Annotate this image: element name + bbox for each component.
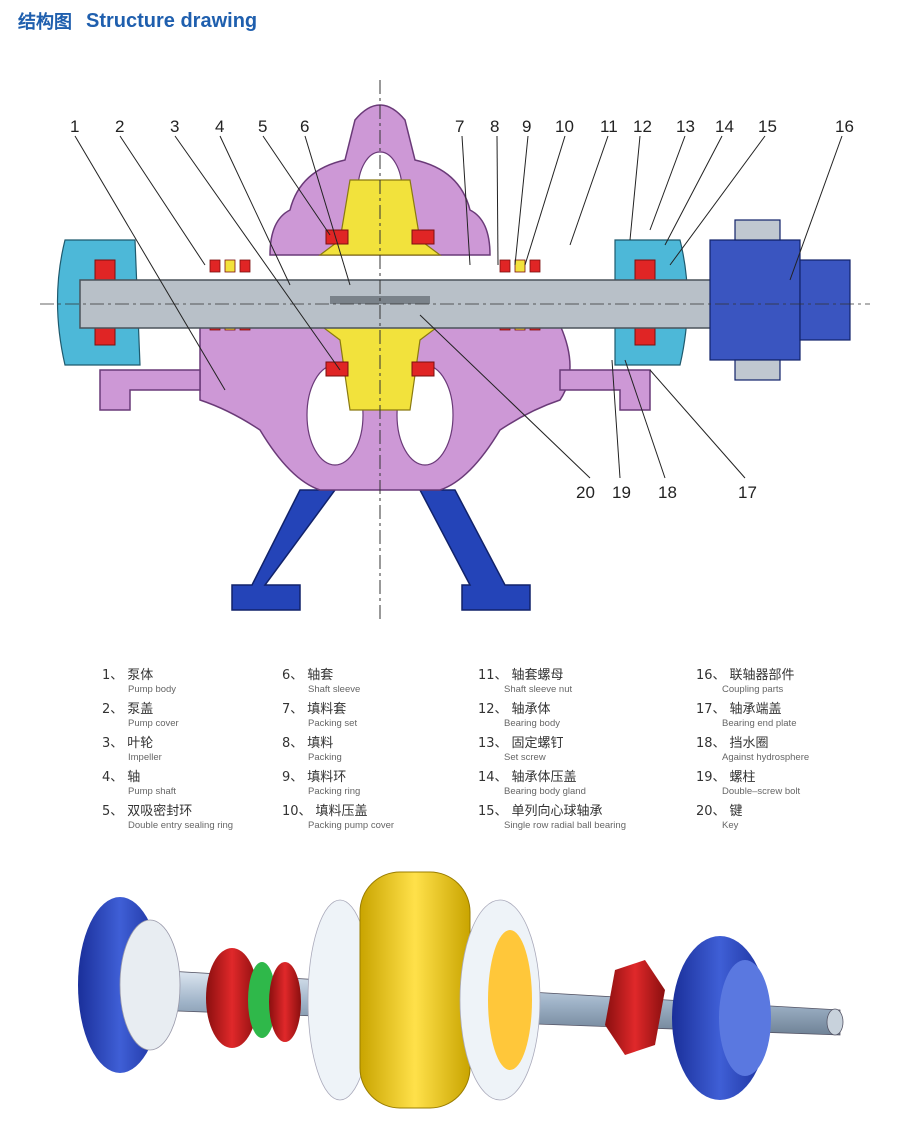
callout-15: 15	[758, 117, 777, 136]
legend-item-1: 1、泵体 Pump body	[102, 668, 177, 695]
leader-lines	[74, 135, 843, 479]
legend-item-6: 6、轴套 Shaft sleeve	[282, 668, 361, 695]
packing-ring-3d-2	[248, 962, 276, 1038]
legend-item-3: 3、叶轮 Impeller	[102, 736, 162, 763]
legend-item-15: 15、单列向心球轴承 Single row radial ball bearin…	[478, 804, 626, 831]
callout-19: 19	[612, 483, 631, 502]
impeller-3d	[359, 871, 471, 1109]
legend-item-4: 4、轴 Pump shaft	[102, 770, 177, 797]
callout-11: 11	[600, 117, 618, 136]
callout-2: 2	[115, 117, 124, 136]
callout-numbers: 1 2 3 4 5 6 7 8 9 10 11 12 13 14 15 16 2…	[70, 117, 854, 502]
legend-item-17: 17、轴承端盖 Bearing end plate	[696, 702, 797, 729]
cross-section-drawing: 1 2 3 4 5 6 7 8 9 10 11 12 13 14 15 16 2…	[40, 80, 870, 620]
legend-item-8: 8、填料 Packing	[282, 736, 342, 763]
base-feet	[231, 489, 531, 611]
legend-item-13: 13、固定螺钉 Set screw	[478, 736, 564, 763]
title-english: Structure drawing	[86, 9, 258, 32]
callout-14: 14	[715, 117, 734, 136]
legend-item-10: 10、填料压盖 Packing pump cover	[282, 804, 395, 831]
legend-item-7: 7、填料套 Packing set	[282, 702, 358, 729]
title-chinese: 结构图	[18, 12, 72, 33]
seal-rings	[325, 229, 435, 377]
callout-5: 5	[258, 117, 267, 136]
legend-item-5: 5、双吸密封环 Double entry sealing ring	[102, 804, 234, 831]
left-bearing-cover-3d	[119, 919, 181, 1051]
legend-item-16: 16、联轴器部件 Coupling parts	[696, 668, 795, 695]
shaft-end-3d	[826, 1008, 844, 1036]
callout-13: 13	[676, 117, 695, 136]
exploded-3d-render	[78, 871, 844, 1109]
callout-16: 16	[835, 117, 854, 136]
legend-item-11: 11、轴套螺母 Shaft sleeve nut	[478, 668, 573, 695]
packing-nut-3d-right	[605, 960, 665, 1055]
callout-9: 9	[522, 117, 531, 136]
legend-item-14: 14、轴承体压盖 Bearing body gland	[478, 770, 586, 797]
callout-18: 18	[658, 483, 677, 502]
legend-item-19: 19、螺柱 Double–screw bolt	[696, 770, 801, 797]
packing-ring-3d-3	[269, 962, 301, 1042]
legend-item-12: 12、轴承体 Bearing body	[478, 702, 560, 729]
callout-4: 4	[215, 117, 224, 136]
callout-12: 12	[633, 117, 652, 136]
callout-3: 3	[170, 117, 179, 136]
callout-17: 17	[738, 483, 757, 502]
right-bearing-cover-3d	[719, 960, 771, 1076]
legend-item-9: 9、填料环 Packing ring	[282, 770, 361, 797]
callout-10: 10	[555, 117, 574, 136]
callout-20: 20	[576, 483, 595, 502]
sleeve-inner-3d-right	[488, 930, 532, 1070]
callout-7: 7	[455, 117, 464, 136]
page-header: 结构图 Structure drawing	[18, 6, 257, 36]
parts-legend: 1、泵体 Pump body 2、泵盖 Pump cover 3、叶轮 Impe…	[0, 664, 900, 844]
legend-item-2: 2、泵盖 Pump cover	[102, 702, 179, 729]
callout-8: 8	[490, 117, 499, 136]
legend-item-20: 20、键 Key	[696, 804, 743, 831]
packing-ring-3d-1	[206, 948, 258, 1048]
coupling	[709, 219, 851, 381]
ball-bearings	[94, 259, 656, 346]
callout-1: 1	[70, 117, 79, 136]
legend-item-18: 18、挡水圈 Against hydrosphere	[696, 736, 810, 763]
callout-6: 6	[300, 117, 309, 136]
